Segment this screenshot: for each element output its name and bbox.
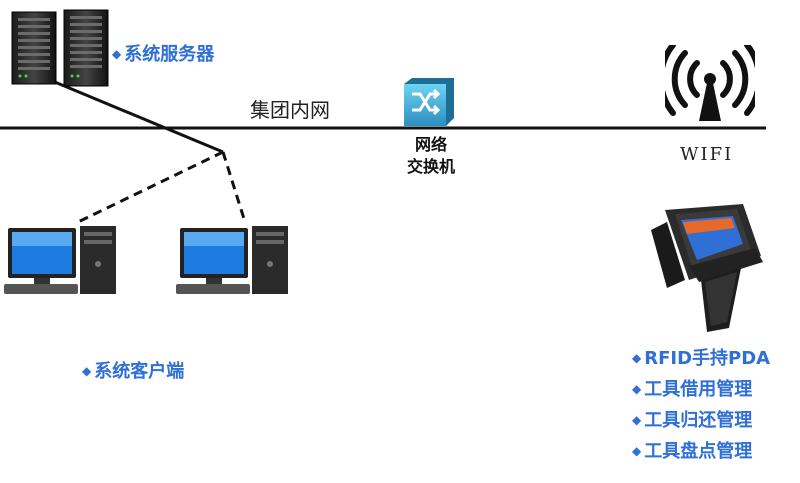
client-link-line-left <box>77 150 224 224</box>
pda-feature-item: ◆工具借用管理 <box>632 379 753 400</box>
client-label: ◆系统客户端 <box>82 361 185 382</box>
switch-label-line2: 交换机 <box>406 157 455 176</box>
wifi-antenna-icon <box>658 42 762 129</box>
pda-feature-list: ◆RFID手持PDA ◆工具借用管理 ◆工具归还管理 ◆工具盘点管理 <box>632 343 770 467</box>
switch-label: 网络 交换机 <box>386 134 476 178</box>
rfid-handheld-icon <box>645 200 770 339</box>
network-switch-icon <box>404 78 454 130</box>
server-label: ◆系统服务器 <box>112 44 215 65</box>
client-link-line-right <box>221 151 247 223</box>
desktop-computer-icon <box>176 224 294 300</box>
pda-feature-item: ◆RFID手持PDA <box>632 348 771 369</box>
network-label: 集团内网 <box>250 98 330 122</box>
server-link-line <box>49 78 224 154</box>
wifi-label: WIFI <box>680 144 734 165</box>
switch-label-line1: 网络 <box>414 135 447 154</box>
server-icon <box>10 8 110 92</box>
pda-feature-item: ◆工具归还管理 <box>632 410 753 431</box>
pda-feature-item: ◆工具盘点管理 <box>632 441 753 462</box>
desktop-computer-icon <box>4 224 122 300</box>
